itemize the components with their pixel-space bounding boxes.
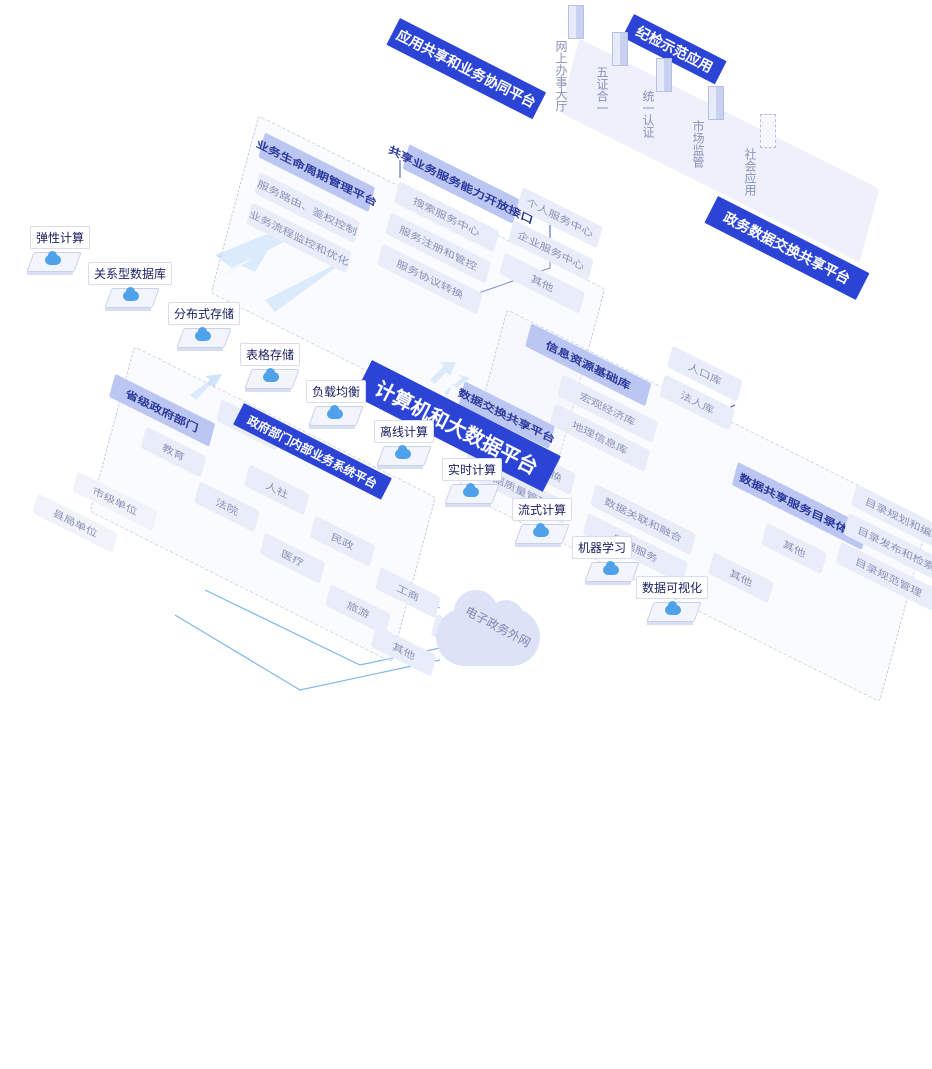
cloud-cube-icon bbox=[176, 327, 232, 352]
node-label: 表格存储 bbox=[240, 343, 301, 366]
node-label: 弹性计算 bbox=[30, 226, 91, 249]
node-label: 负载均衡 bbox=[306, 380, 367, 403]
node-offline-compute: 离线计算 bbox=[374, 420, 438, 470]
tower-icon bbox=[656, 58, 672, 92]
node-label: 流式计算 bbox=[512, 498, 573, 521]
item-market-supervision: 市场监管 bbox=[691, 120, 705, 168]
item-unified-auth: 统一认证 bbox=[641, 90, 655, 138]
node-table-storage: 表格存储 bbox=[240, 343, 304, 393]
node-stream-compute: 流式计算 bbox=[512, 498, 576, 548]
node-label: 分布式存储 bbox=[168, 302, 241, 325]
node-distributed-storage: 分布式存储 bbox=[168, 302, 241, 352]
node-data-visualization: 数据可视化 bbox=[636, 576, 709, 626]
cloud-cube-icon bbox=[584, 561, 640, 586]
tower-icon bbox=[612, 32, 628, 66]
cloud-cube-icon bbox=[26, 251, 82, 276]
node-label: 实时计算 bbox=[442, 458, 503, 481]
cloud-cube-icon bbox=[244, 368, 300, 393]
tower-icon bbox=[708, 86, 724, 120]
cloud-cube-icon bbox=[308, 405, 364, 430]
node-label: 关系型数据库 bbox=[88, 262, 173, 285]
node-realtime-compute: 实时计算 bbox=[442, 458, 506, 508]
item-five-in-one: 五证合一 bbox=[595, 66, 609, 114]
tower-outline-icon bbox=[760, 114, 776, 148]
item-social-app: 社会应用 bbox=[743, 148, 757, 196]
node-label: 离线计算 bbox=[374, 420, 435, 443]
item-online-hall: 网上办事大厅 bbox=[554, 40, 568, 112]
node-relational-db: 关系型数据库 bbox=[88, 262, 173, 312]
cloud-cube-icon bbox=[376, 445, 432, 470]
node-label: 数据可视化 bbox=[636, 576, 709, 599]
cloud-cube-icon bbox=[514, 523, 570, 548]
cloud-cube-icon bbox=[444, 483, 500, 508]
node-machine-learning: 机器学习 bbox=[572, 536, 640, 586]
node-load-balance: 负载均衡 bbox=[306, 380, 370, 430]
cloud-cube-icon bbox=[104, 287, 160, 312]
cloud-cube-icon bbox=[646, 601, 702, 626]
egov-network-cloud-icon: 电子政务外网 bbox=[436, 590, 540, 666]
node-elastic-compute: 弹性计算 bbox=[26, 226, 94, 276]
node-label: 机器学习 bbox=[572, 536, 633, 559]
tower-icon bbox=[568, 5, 584, 39]
